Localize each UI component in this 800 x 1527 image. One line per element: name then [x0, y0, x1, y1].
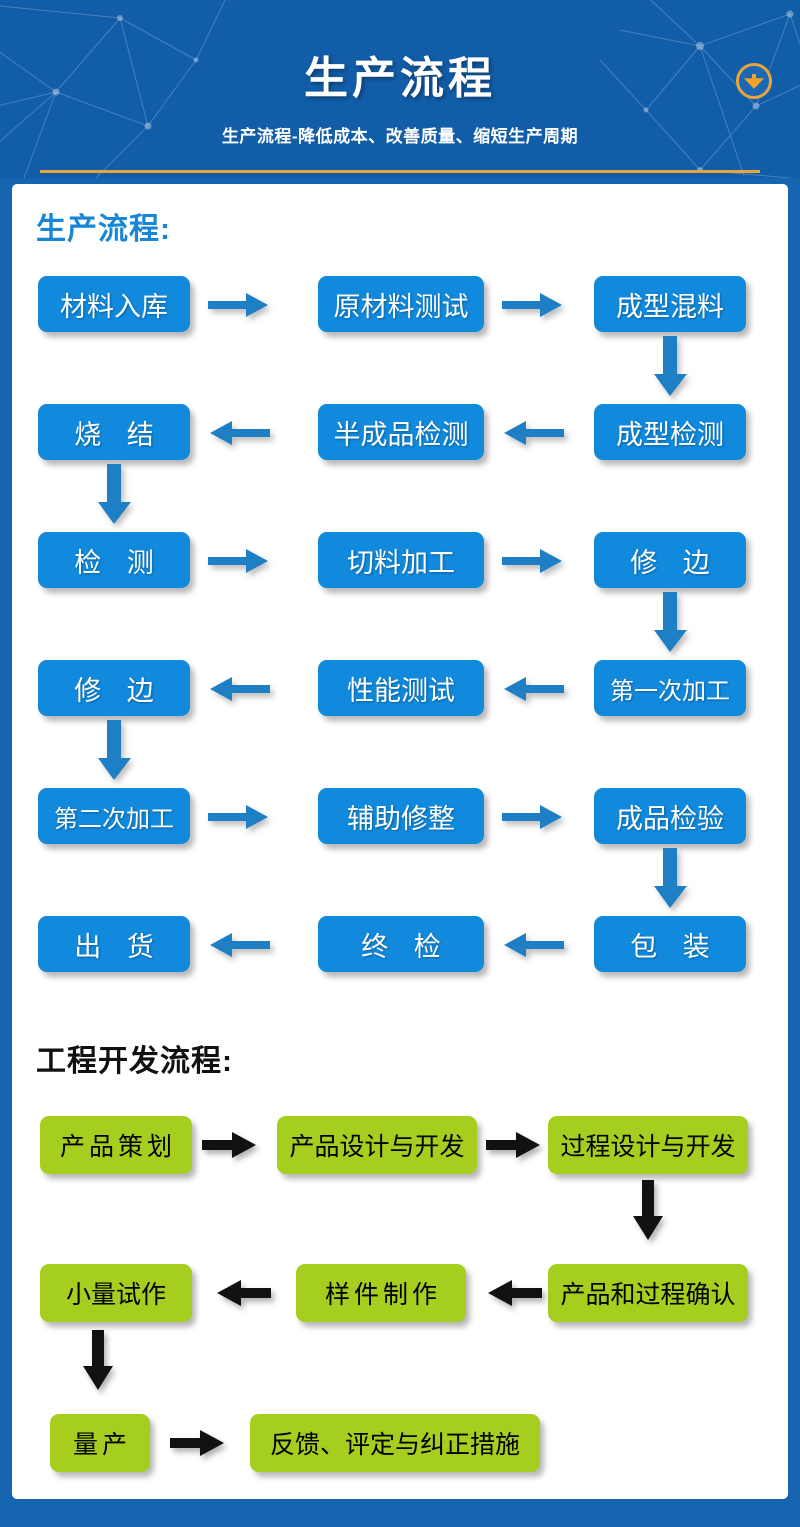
engineering-section-heading: 工程开发流程: — [36, 1045, 233, 1078]
eng-node-product-process-validation[interactable]: 产品和过程确认 — [548, 1264, 748, 1322]
arrow-right-icon — [502, 548, 564, 574]
flow-node-semifinished-inspection[interactable]: 半成品检测 — [318, 404, 484, 460]
flow-node-performance-test[interactable]: 性能测试 — [318, 660, 484, 716]
arrow-down-icon — [632, 1180, 664, 1242]
page-title: 生产流程 — [304, 54, 496, 103]
arrow-down-icon — [98, 464, 132, 526]
eng-node-sample-production[interactable]: 样件制作 — [296, 1264, 466, 1322]
arrow-down-icon — [654, 336, 688, 398]
arrow-right-icon — [170, 1430, 226, 1456]
arrow-down-icon — [82, 1330, 114, 1392]
download-arrow-icon[interactable] — [736, 63, 772, 99]
page-subtitle: 生产流程-降低成本、改善质量、缩短生产周期 — [221, 127, 579, 146]
eng-node-product-planning[interactable]: 产品策划 — [40, 1116, 192, 1174]
flow-node-inspection[interactable]: 检 测 — [38, 532, 190, 588]
flow-node-packaging[interactable]: 包 装 — [594, 916, 746, 972]
flow-node-material-inbound[interactable]: 材料入库 — [38, 276, 190, 332]
arrow-down-icon — [654, 592, 688, 654]
arrow-left-icon — [502, 932, 564, 958]
flow-node-trimming-1[interactable]: 修 边 — [594, 532, 746, 588]
network-pattern-decoration — [0, 0, 800, 178]
flow-node-auxiliary-finishing[interactable]: 辅助修整 — [318, 788, 484, 844]
flow-node-forming-inspection[interactable]: 成型检测 — [594, 404, 746, 460]
arrow-down-icon — [654, 848, 688, 910]
flow-node-final-check[interactable]: 终 检 — [318, 916, 484, 972]
arrow-left-icon — [486, 1280, 542, 1306]
arrow-left-icon — [208, 676, 270, 702]
flow-node-final-product-inspection[interactable]: 成品检验 — [594, 788, 746, 844]
flow-node-second-machining[interactable]: 第二次加工 — [38, 788, 190, 844]
arrow-left-icon — [215, 1280, 271, 1306]
eng-node-product-design-dev[interactable]: 产品设计与开发 — [277, 1116, 477, 1174]
arrow-right-icon — [202, 1132, 258, 1158]
arrow-right-icon — [208, 804, 270, 830]
eng-node-process-design-dev[interactable]: 过程设计与开发 — [548, 1116, 748, 1174]
eng-node-feedback-assessment-corrective[interactable]: 反馈、评定与纠正措施 — [250, 1414, 540, 1472]
arrow-right-icon — [502, 292, 564, 318]
flow-node-trimming-2[interactable]: 修 边 — [38, 660, 190, 716]
eng-node-small-batch-trial[interactable]: 小量试作 — [40, 1264, 192, 1322]
flow-node-forming-mixing[interactable]: 成型混料 — [594, 276, 746, 332]
arrow-right-icon — [486, 1132, 542, 1158]
flow-node-cutting-machining[interactable]: 切料加工 — [318, 532, 484, 588]
arrow-left-icon — [502, 676, 564, 702]
flow-node-first-machining[interactable]: 第一次加工 — [594, 660, 746, 716]
eng-node-mass-production[interactable]: 量产 — [50, 1414, 150, 1472]
arrow-left-icon — [208, 932, 270, 958]
flow-node-shipment[interactable]: 出 货 — [38, 916, 190, 972]
header-divider — [40, 170, 760, 173]
arrow-right-icon — [208, 548, 270, 574]
flow-node-sintering[interactable]: 烧 结 — [38, 404, 190, 460]
arrow-left-icon — [208, 420, 270, 446]
page-header: 生产流程 生产流程-降低成本、改善质量、缩短生产周期 — [0, 0, 800, 178]
production-section-heading: 生产流程: — [36, 213, 171, 246]
flow-node-raw-material-test[interactable]: 原材料测试 — [318, 276, 484, 332]
arrow-left-icon — [502, 420, 564, 446]
arrow-right-icon — [208, 292, 270, 318]
arrow-right-icon — [502, 804, 564, 830]
content-card: 生产流程: 材料入库 原材料测试 成型混料 成型检测 半成品 — [12, 184, 788, 1499]
arrow-down-icon — [98, 720, 132, 782]
